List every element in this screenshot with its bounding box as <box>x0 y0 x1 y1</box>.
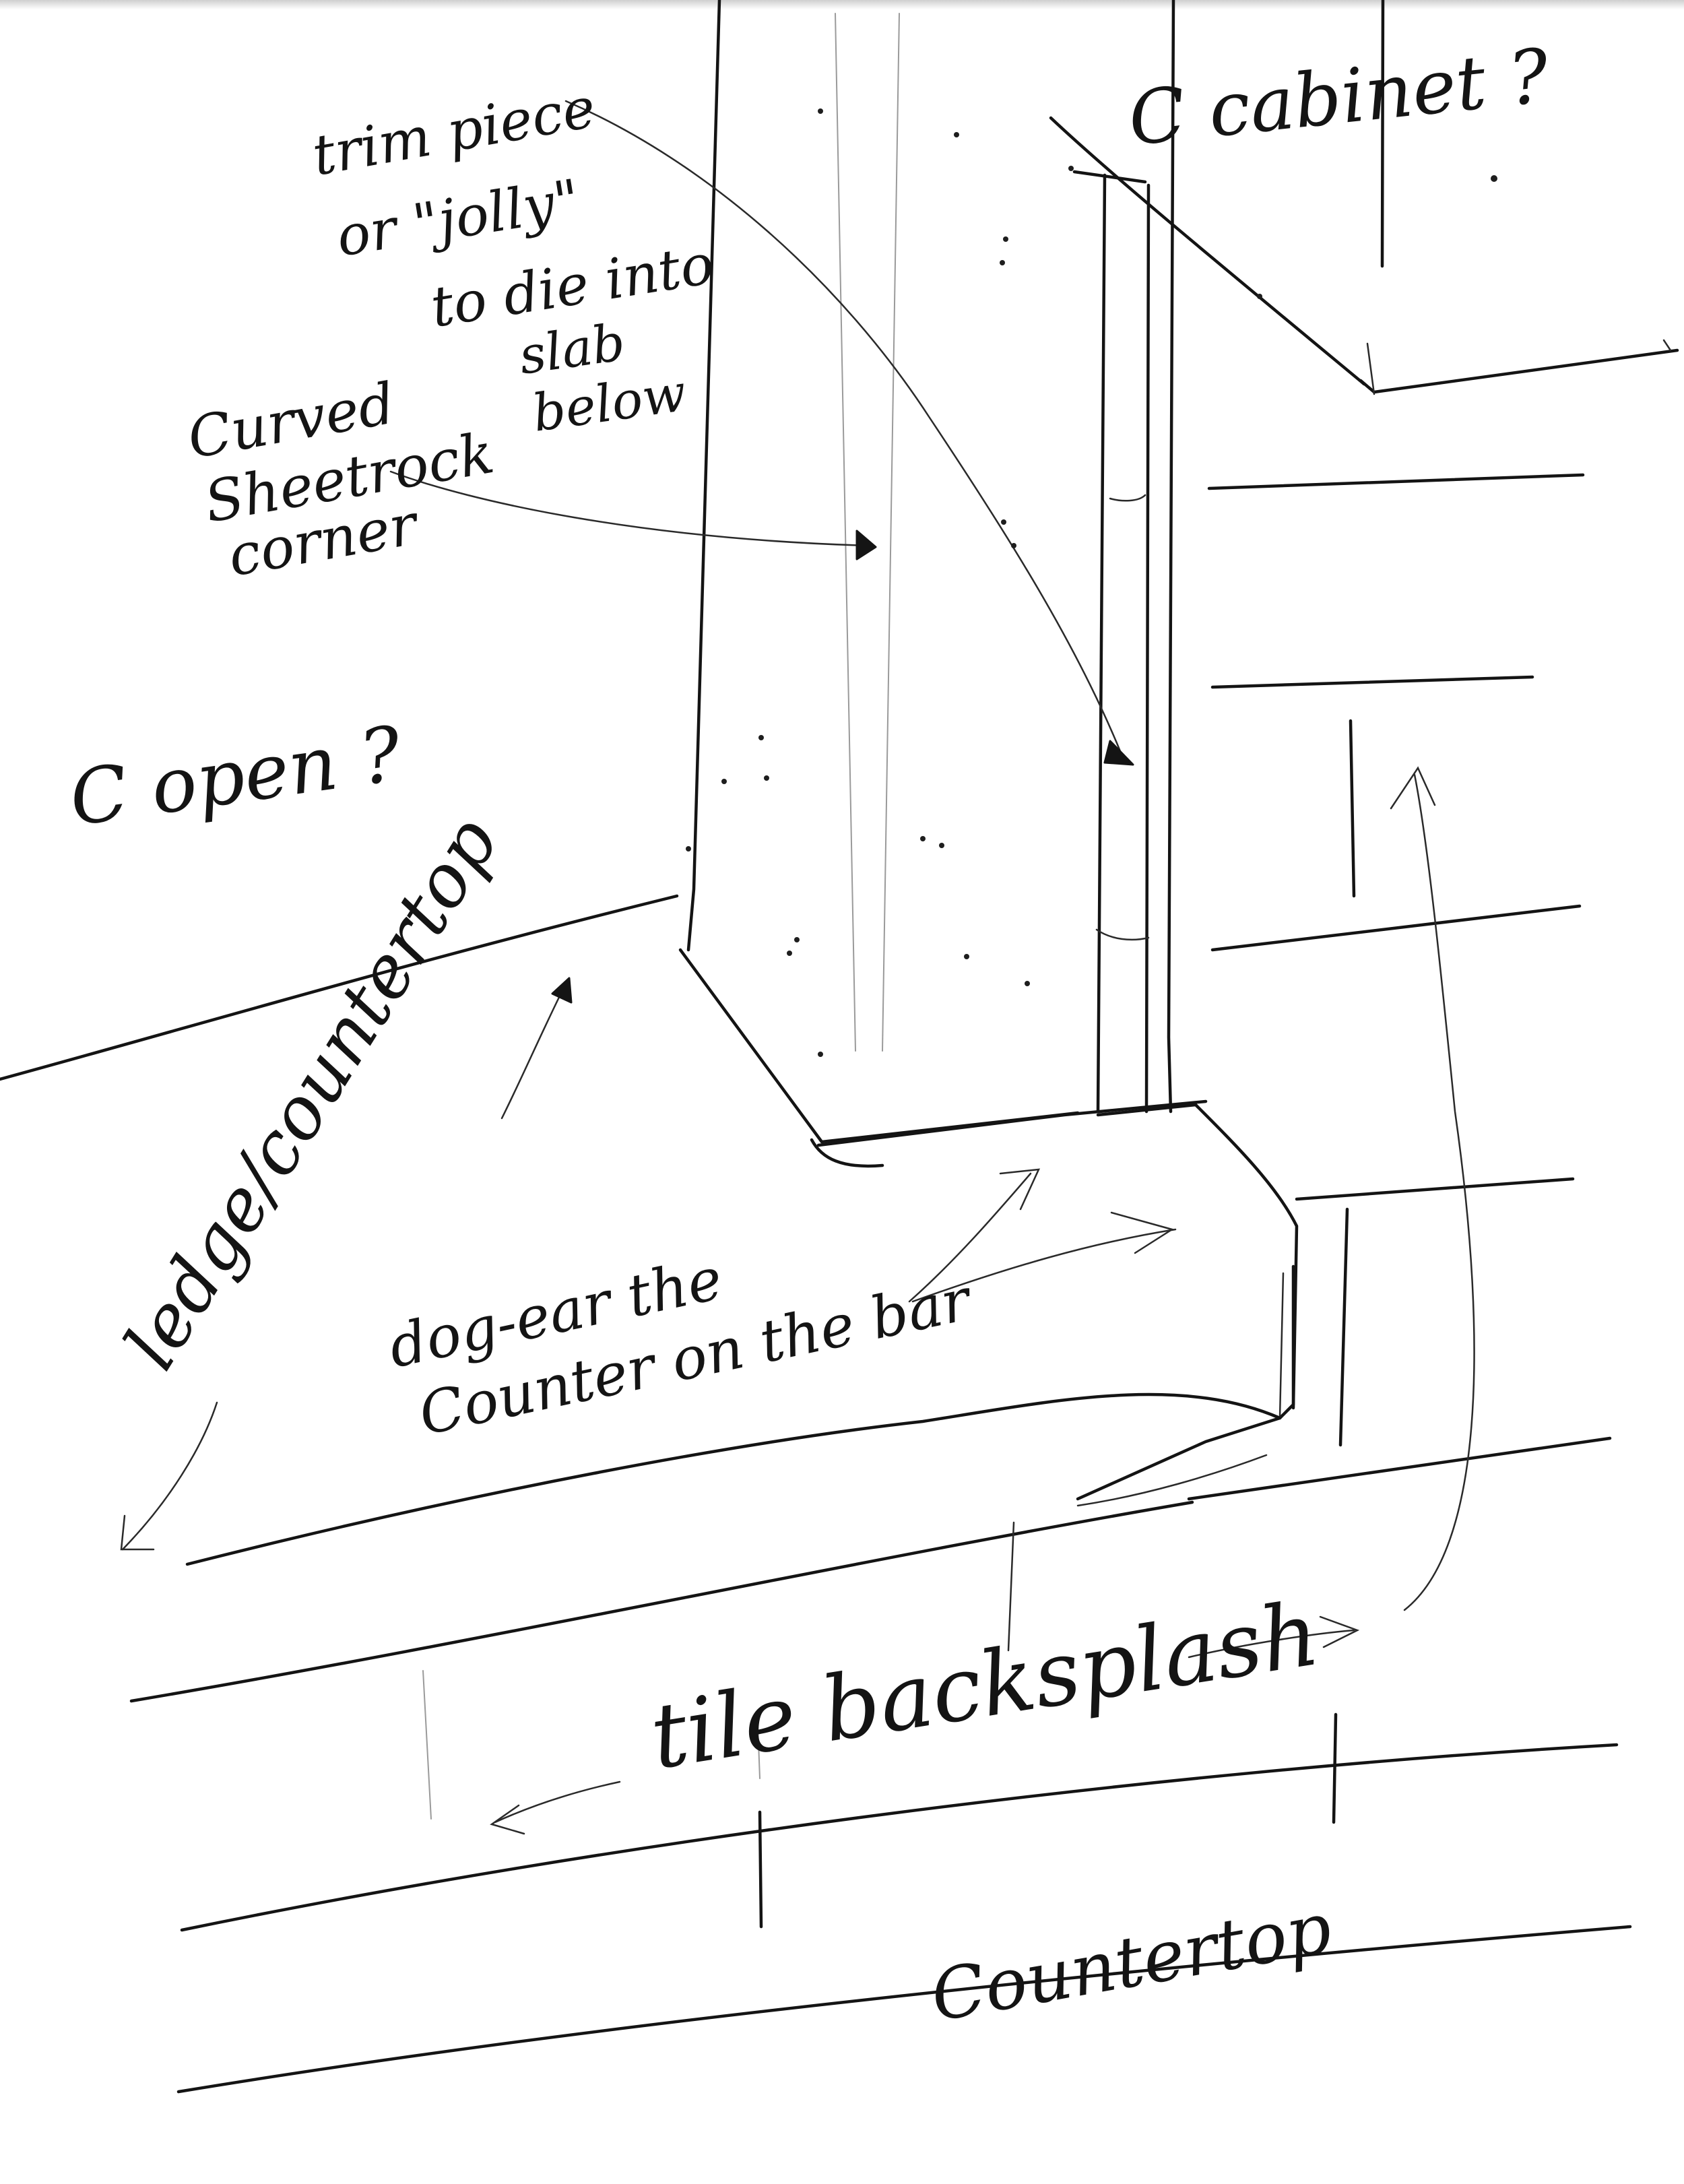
cabinet-outline <box>1049 0 1679 395</box>
label-open: C open ? <box>65 710 408 843</box>
label-countertop: Countertop <box>925 1886 1337 2037</box>
trim-piece-line-4: slab <box>515 312 628 386</box>
tile-lines-right <box>1207 473 1585 1447</box>
column <box>686 0 1175 1114</box>
ledge <box>0 894 679 1081</box>
label-dog-ear: dog-ear the Counter on the bar <box>383 1245 979 1448</box>
paper-edge <box>0 0 1684 9</box>
dog-ear-counter <box>185 1103 1299 1566</box>
label-cabinet: C cabinet ? <box>1124 32 1553 162</box>
trim-piece-line-2: or "jolly" <box>332 168 584 269</box>
label-tile-backsplash: tile backsplash <box>644 1582 1326 1790</box>
tile-lines-lower <box>129 1436 1632 2094</box>
label-ledge-countertop: ledge/countertop <box>108 803 515 1384</box>
label-curved-corner: Curved Sheetrock corner <box>183 370 498 589</box>
sketch-dots <box>686 108 1497 1057</box>
callout-arrows <box>120 100 1475 1835</box>
column-base <box>678 948 1208 1168</box>
